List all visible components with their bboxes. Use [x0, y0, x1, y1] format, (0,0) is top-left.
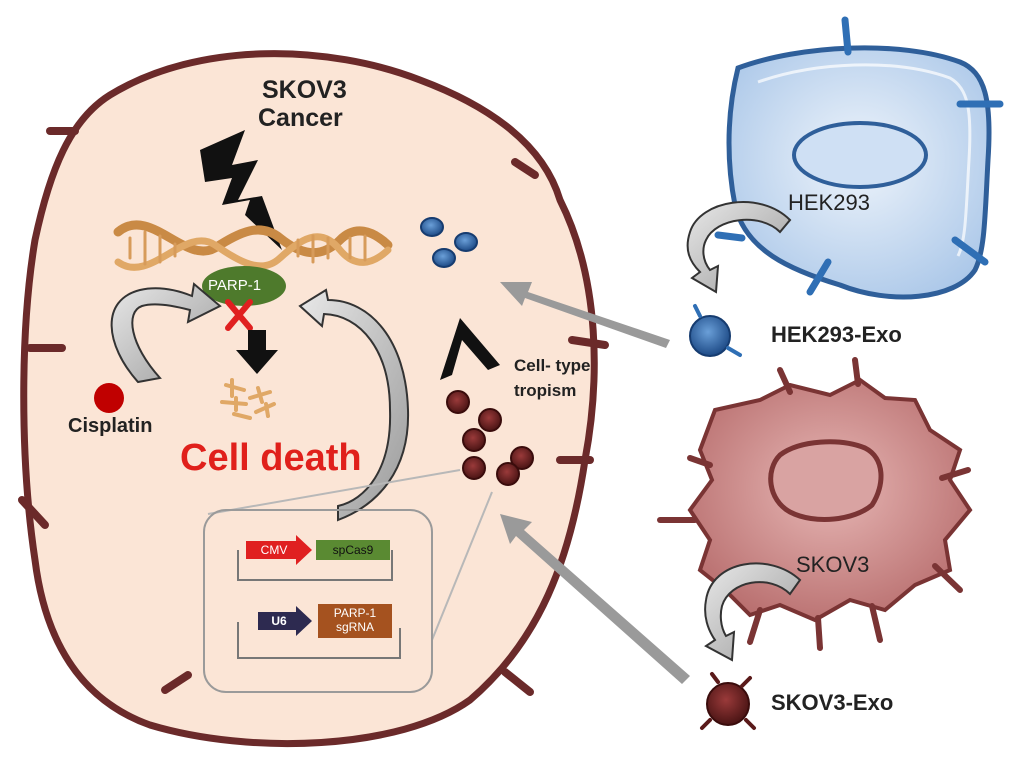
hek293-receptors	[714, 16, 1004, 296]
cancer-cell-membrane	[20, 50, 598, 748]
skov3-nucleus	[768, 439, 884, 522]
skov3-label: SKOV3	[796, 552, 870, 577]
spcas9-gene-box	[316, 540, 390, 560]
cmv-promoter-label: CMV	[260, 543, 288, 557]
fragmented-dna-icon	[220, 378, 276, 420]
skov3-exo-uptake-arrow	[500, 514, 690, 684]
cancer-cell-title-line1: SKOV3	[262, 76, 347, 104]
hek293-label: HEK293	[788, 190, 870, 215]
cas9-curved-arrow	[298, 288, 410, 522]
zoom-lines	[207, 469, 493, 641]
cisplatin-dot	[94, 383, 124, 413]
sgrna-plasmid-loop	[237, 622, 401, 659]
down-arrow-icon	[236, 330, 278, 374]
cisplatin-label: Cisplatin	[68, 415, 153, 437]
hek293-nucleus	[792, 121, 928, 189]
spcas9-gene-label: spCas9	[332, 543, 374, 557]
dna-helix-icon	[113, 220, 393, 271]
hek293-exosome	[689, 304, 742, 357]
tropism-label-line1: Cell- type	[514, 356, 591, 375]
hek293-exo-label: HEK293-Exo	[771, 322, 902, 347]
cancer-cell-title-line2: Cancer	[258, 104, 343, 132]
u6-promoter-label: U6	[271, 614, 287, 628]
inhibition-x-mark	[225, 299, 253, 331]
cisplatin-curved-arrow	[110, 282, 222, 384]
hek293-exo-uptake-arrow	[500, 282, 670, 348]
plasmid-box	[203, 509, 433, 693]
parp1-protein	[202, 266, 286, 306]
sgrna-gene-box	[318, 604, 392, 638]
skov3-exo-label: SKOV3-Exo	[771, 690, 894, 715]
lightning-bolt-icon	[200, 130, 282, 250]
skov3-secretion-arrow	[704, 562, 802, 662]
sgrna-gene-label-line1: PARP-1	[333, 606, 377, 620]
membrane-receptors	[18, 127, 609, 696]
cas9-plasmid-loop	[237, 550, 393, 581]
internalized-hek-exosomes	[420, 217, 478, 268]
internalized-skov3-exosomes	[446, 390, 534, 486]
sgrna-gene-label-line2: sgRNA	[335, 620, 374, 634]
skov3-receptors	[657, 357, 971, 651]
skov3-exosome	[700, 672, 756, 730]
tropism-arrowhead-icon	[440, 318, 500, 380]
hek293-secretion-arrow	[686, 201, 792, 294]
parp1-label: PARP-1	[208, 277, 262, 294]
cell-death-label: Cell death	[180, 437, 362, 479]
cmv-promoter-arrow	[246, 535, 312, 565]
u6-promoter-arrow	[258, 606, 312, 636]
tropism-label-line2: tropism	[514, 381, 577, 400]
hek293-cell-inner-edge	[757, 63, 972, 257]
